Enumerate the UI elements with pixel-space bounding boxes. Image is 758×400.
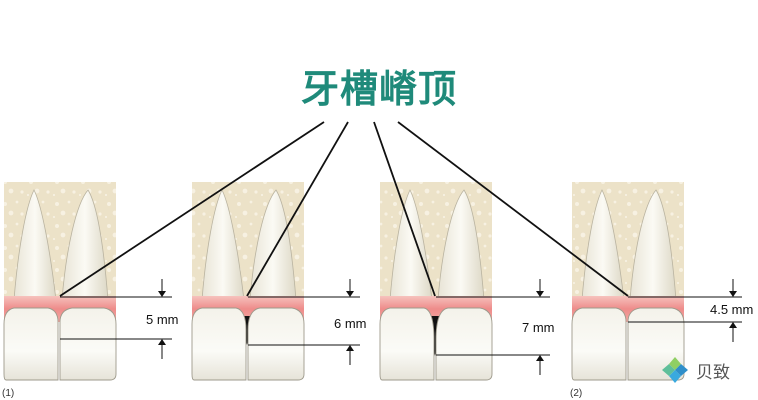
diagram-title: 牙槽嵴顶 [300,67,457,111]
tooth-crown [3,307,59,381]
arrow-down-icon [729,291,737,297]
tooth-root [437,189,485,301]
arrow-up-icon [536,355,544,361]
arrow-up-icon [158,339,166,345]
arrow-up-icon [346,345,354,351]
leader-line [397,121,629,297]
panel-1: 5 mm (1) [2,182,179,399]
measurement-label: 5 mm [146,312,179,327]
arrow-down-icon [346,291,354,297]
arrow-down-icon [536,291,544,297]
leader-line [373,121,436,297]
tooth-crown [571,307,627,381]
tooth-crown [191,307,247,381]
tooth-crown [247,307,305,381]
measurement-label: 7 mm [522,320,555,335]
tooth-root [389,189,433,301]
leader-line [246,121,349,297]
tooth-root [13,189,57,301]
brand-logo-icon [662,357,688,383]
brand-watermark: 贝致 [660,354,730,386]
brand-name: 贝致 [696,362,730,383]
leader-lines [59,121,629,297]
tooth-crown [379,307,435,381]
leader-line [59,121,325,297]
measurement-label: 6 mm [334,316,367,331]
tooth-crown [435,307,493,381]
tooth-root [629,189,677,301]
arrow-up-icon [729,322,737,328]
tooth-crown [627,307,685,381]
arrow-down-icon [158,291,166,297]
tooth-crown [59,307,117,381]
panel-label: (1) [2,388,14,399]
tooth-root [581,189,625,301]
panel-3: 7 mm [379,182,555,381]
panel-4: 4.5 mm (2) [570,182,753,399]
measurement-label: 4.5 mm [710,302,753,317]
panel-2: 6 mm [191,182,367,381]
panel-label: (2) [570,388,582,399]
